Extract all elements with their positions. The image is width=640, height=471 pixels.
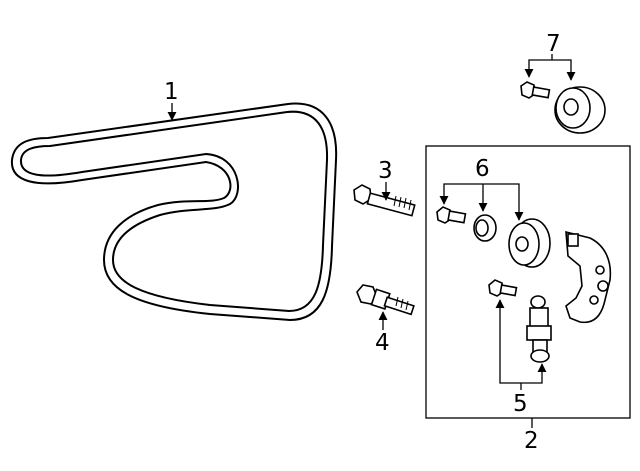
tensioner-pulley-part-6[interactable] [508,218,551,268]
callout-6: 6 [475,156,490,182]
callout-3: 3 [378,158,393,184]
drive-belt[interactable] [10,102,338,322]
tensioner-assembly-box [425,145,631,419]
callout-7-leader [524,59,576,81]
callout-6-leader [439,183,524,221]
callout-7: 7 [546,31,561,57]
bolt-part-6[interactable] [436,206,467,224]
callout-4: 4 [375,330,390,356]
tensioner-bracket[interactable] [565,230,612,324]
idler-pulley-part-7[interactable] [554,86,606,134]
callout-1: 1 [164,79,179,105]
washer-part-6[interactable] [473,214,497,242]
bolt-part-7[interactable] [520,81,551,99]
stud-bolt-part-4[interactable] [356,284,415,316]
callout-2: 2 [524,428,539,454]
hydraulic-tensioner-part-5[interactable] [526,295,552,363]
bolt-part-3[interactable] [353,184,416,217]
bolt-part-5[interactable] [488,279,518,297]
callout-5: 5 [513,391,528,417]
